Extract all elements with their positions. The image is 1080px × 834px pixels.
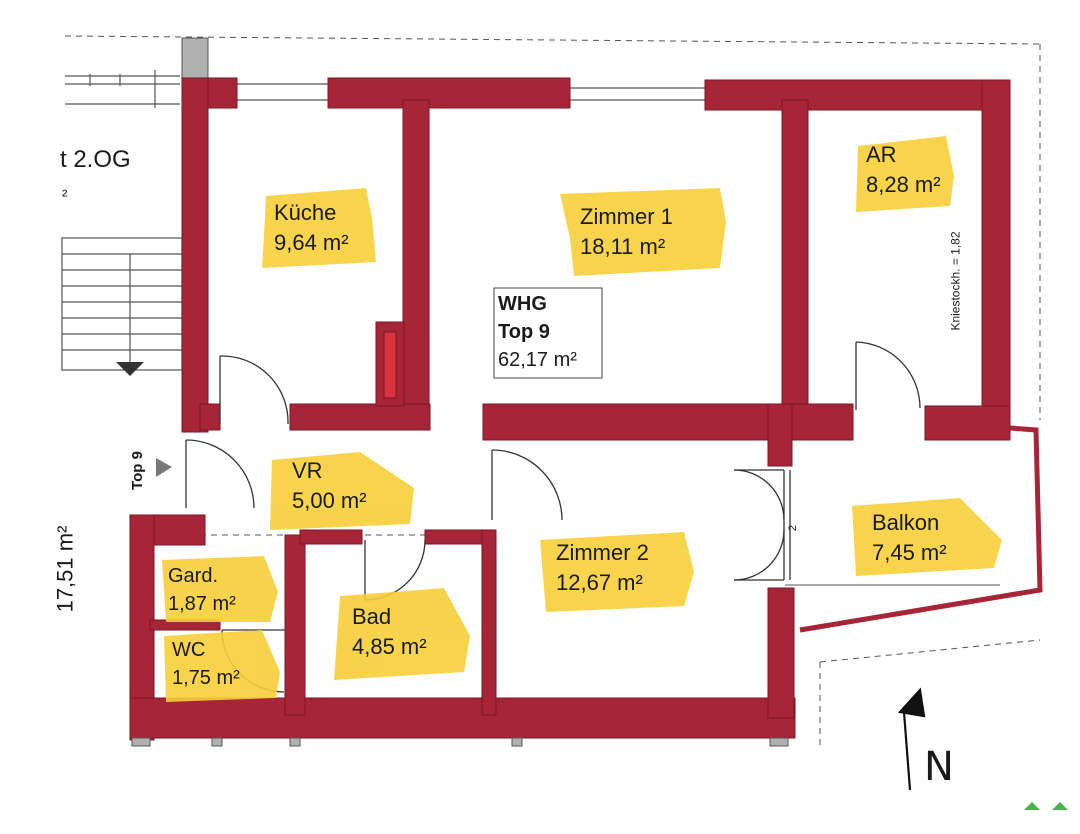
floor-label: t 2.OG [60,146,131,173]
room-name: Küche [274,200,337,225]
room-balkon: Balkon 7,45 m² [872,508,947,568]
room-name: Zimmer 1 [580,204,673,229]
room-area: 12,67 m² [556,570,643,595]
room-name: Balkon [872,510,940,535]
apartment-title: WHG [498,293,547,315]
room-kueche: Küche 9,64 m² [274,198,349,258]
triangle-down-icon [116,362,144,376]
triangle-right-icon [156,458,172,477]
apartment-unit: Top 9 [498,321,550,343]
walls [129,77,1011,741]
door-mark: 2 [787,524,800,532]
entry-label: Top 9 [128,451,146,490]
room-bad: Bad 4,85 m² [352,602,427,662]
apartment-area: 62,17 m² [498,349,577,371]
highlights [162,136,1002,702]
corner-marks [1024,802,1068,810]
knee-wall-label: Kniestockh. = 1,82 [948,231,963,331]
room-name: WC [172,639,206,661]
staircase [61,237,183,371]
room-area: 4,85 m² [352,634,427,659]
column [181,37,209,81]
room-area: 9,64 m² [274,230,349,255]
room-area: 8,28 m² [866,172,941,197]
windows [235,83,705,101]
room-area: 18,11 m² [580,234,666,259]
railing [65,70,180,108]
room-area: 5,00 m² [292,488,367,513]
north-label: N [924,744,954,790]
room-wc: WC 1,75 m² [172,636,240,692]
apartment-info: WHG Top 9 62,17 m² [498,290,577,374]
room-ar: AR 8,28 m² [866,140,941,200]
room-name: VR [292,458,323,483]
room-zimmer2: Zimmer 2 12,67 m² [556,538,649,598]
room-zimmer1: Zimmer 1 18,11 m² [580,202,673,262]
floor-label-sub: ² [62,188,68,205]
apartment-info-box [493,287,603,379]
wall-stubs [131,737,789,747]
room-area: 1,75 m² [172,667,240,689]
room-name: Bad [352,604,392,629]
room-vr: VR 5,00 m² [292,456,367,516]
doors [185,341,921,693]
room-name: Gard. [168,565,219,587]
room-name: AR [866,142,897,167]
room-area: 1,87 m² [168,593,236,615]
room-name: Zimmer 2 [556,540,649,565]
north-arrow-icon [897,687,926,791]
room-gard: Gard. 1,87 m² [168,562,236,618]
side-area-label: 17,51 m² [52,525,78,613]
balcony-outline [799,425,1043,633]
room-area: 7,45 m² [872,540,947,565]
